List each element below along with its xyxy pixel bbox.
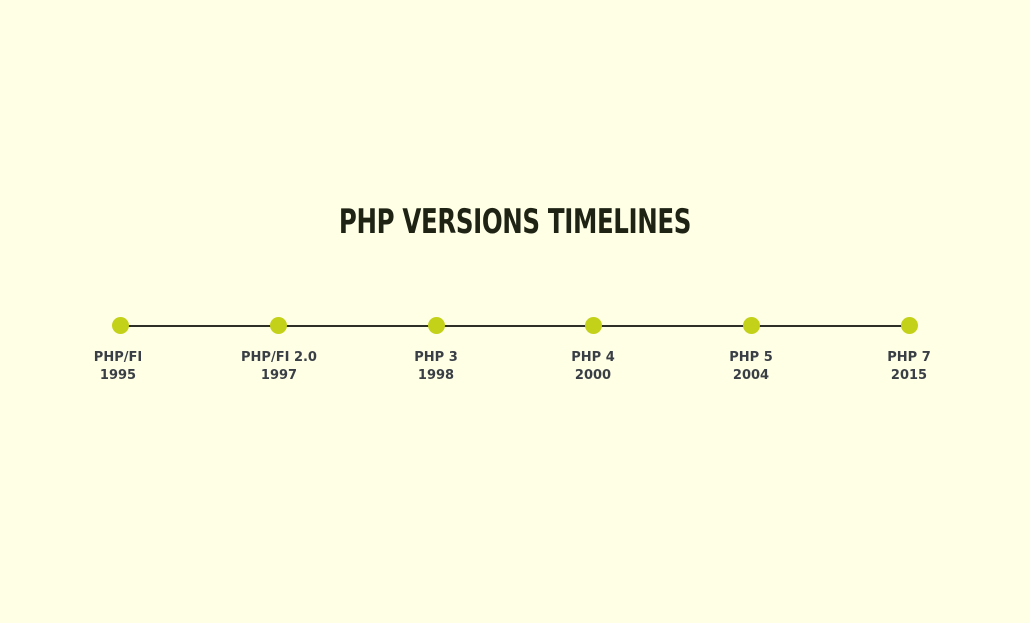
timeline-label-php-7: PHP 7 2015 xyxy=(844,349,974,385)
year-label: 2015 xyxy=(890,368,928,383)
timeline-label-php-3: PHP 3 1998 xyxy=(371,349,501,385)
timeline-node-php-4 xyxy=(585,317,602,334)
timeline-node-php-5 xyxy=(743,317,760,334)
timeline-label-php-5: PHP 5 2004 xyxy=(686,349,816,385)
timeline-label-php-fi-2: PHP/FI 2.0 1997 xyxy=(214,349,344,385)
timeline-node-php-3 xyxy=(428,317,445,334)
version-label: PHP/FI xyxy=(93,350,143,365)
version-label: PHP 3 xyxy=(414,350,458,365)
timeline-node-php-fi-2 xyxy=(270,317,287,334)
year-label: 1997 xyxy=(260,368,298,383)
timeline-label-php-fi: PHP/FI 1995 xyxy=(53,349,183,385)
timeline-label-php-4: PHP 4 2000 xyxy=(528,349,658,385)
version-label: PHP 5 xyxy=(729,350,773,365)
timeline-node-php-fi xyxy=(112,317,129,334)
year-label: 2004 xyxy=(732,368,770,383)
version-label: PHP 4 xyxy=(571,350,615,365)
timeline-title: PHP VERSIONS TIMELINES xyxy=(338,202,692,242)
version-label: PHP 7 xyxy=(887,350,931,365)
year-label: 1995 xyxy=(99,368,137,383)
year-label: 1998 xyxy=(417,368,455,383)
timeline-node-php-7 xyxy=(901,317,918,334)
timeline-line xyxy=(120,325,910,327)
version-label: PHP/FI 2.0 xyxy=(241,350,317,365)
year-label: 2000 xyxy=(574,368,612,383)
